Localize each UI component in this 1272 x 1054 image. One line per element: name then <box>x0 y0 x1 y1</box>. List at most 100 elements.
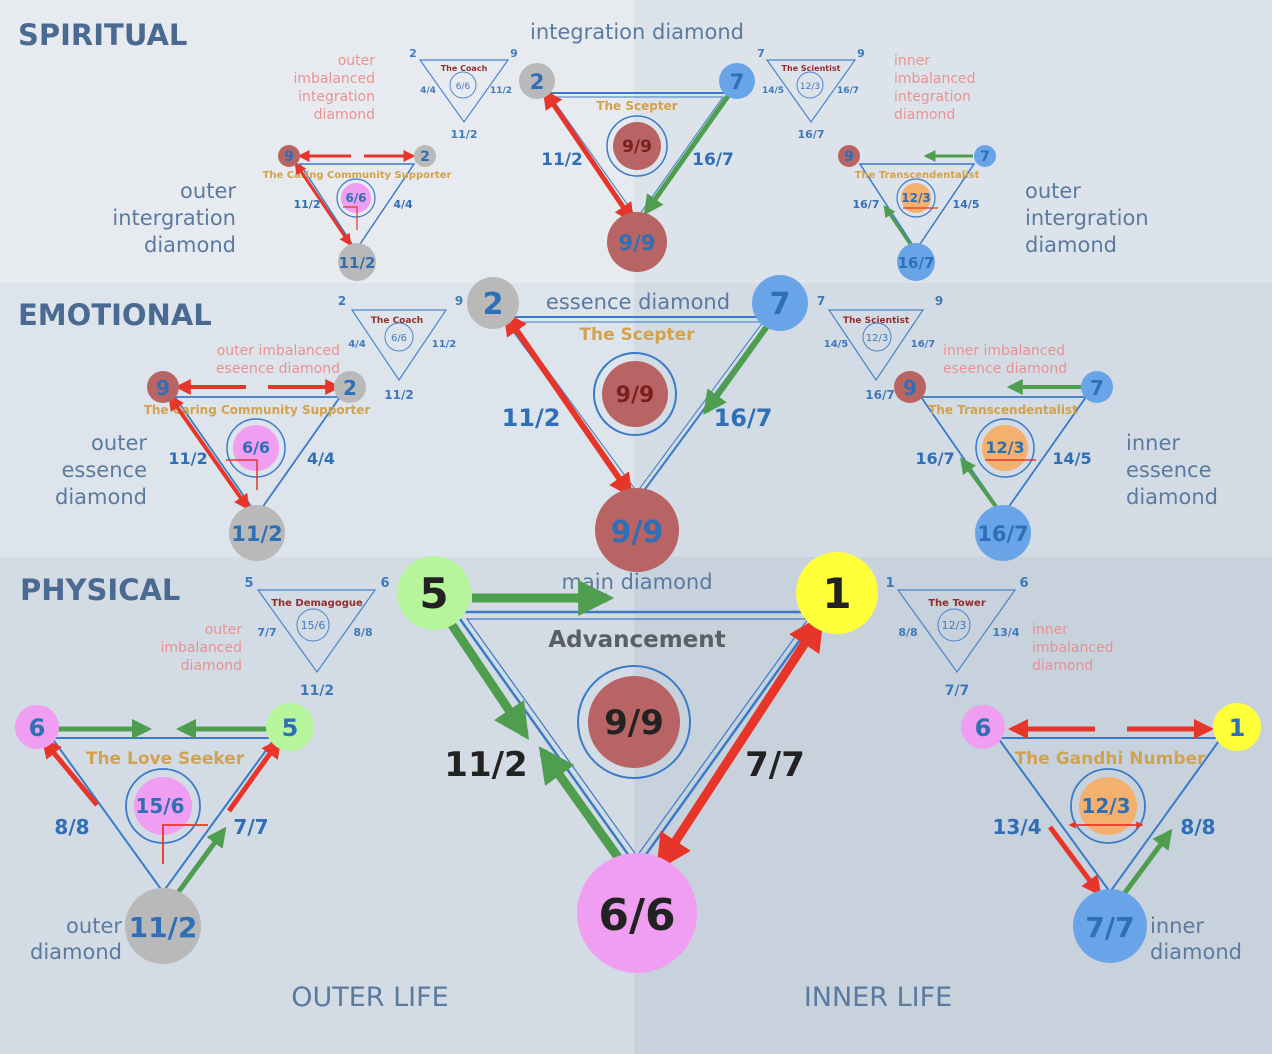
emotional-outer-imb-right: 11/2 <box>432 339 457 350</box>
spiritual-inner-tl-node <box>838 145 860 167</box>
emotional-main-center-label: 9/9 <box>616 383 655 408</box>
emotional-outer-caption-2: essence <box>62 458 148 482</box>
emotional-outer-imb-ring <box>384 322 414 352</box>
physical-outer-imb-ring <box>296 608 330 642</box>
physical-main-tl-label: 5 <box>419 569 448 618</box>
physical-outer-right-label: 7/7 <box>233 815 268 839</box>
spiritual-inner-bottom-node <box>897 243 935 281</box>
physical-outer-right-arrow-bottom <box>171 826 227 900</box>
physical-inner-imb-caption-3: diamond <box>1032 658 1093 674</box>
spiritual-inner-caption-2: intergration <box>1025 206 1149 230</box>
physical-inner-left-arrow <box>1047 825 1102 897</box>
physical-inner-imb-center: 12/3 <box>942 619 967 632</box>
physical-main-bottom-node <box>577 853 697 973</box>
spiritual-outer-imb-caption-1: outer <box>338 53 376 69</box>
spiritual-inner-imb-title: The Scientist <box>782 64 841 73</box>
physical-inner-tl-label: 6 <box>975 714 992 742</box>
spiritual-outer-left-arrow <box>294 162 352 246</box>
section-title-emotional: EMOTIONAL <box>18 298 212 332</box>
physical-inner-imb-tl: 1 <box>885 576 894 591</box>
emotional-inner-imb-center: 12/3 <box>866 333 888 344</box>
physical-inner-imb-tr: 6 <box>1019 576 1028 591</box>
spiritual-inner-imb-tr: 9 <box>857 47 865 60</box>
physical-main-tr-label: 1 <box>822 569 851 618</box>
spiritual-inner-imb-right: 16/7 <box>837 86 859 96</box>
physical-inner-center-ring <box>1070 768 1146 844</box>
physical-outer-imb-tl: 5 <box>244 576 253 591</box>
spiritual-outer-caption-2: intergration <box>112 206 236 230</box>
physical-main-title: Advancement <box>548 627 725 653</box>
spiritual-outer-diamond: outer intergration diamond The Caring Co… <box>112 145 451 281</box>
spiritual-inner-caption-1: outer <box>1025 179 1081 203</box>
emotional-inner-caption-1: inner <box>1126 431 1180 455</box>
emotional-main-title: The Scepter <box>579 325 695 345</box>
emotional-inner-imb-tl: 7 <box>817 294 825 308</box>
spiritual-inner-left-label: 16/7 <box>853 198 880 211</box>
emotional-inner-caption-3: diamond <box>1126 485 1218 509</box>
emotional-main-tl-node <box>467 277 519 329</box>
physical-main-left-label: 11/2 <box>444 745 527 785</box>
emotional-outer-caption-3: diamond <box>55 485 147 509</box>
emotional-inner-imb-tr: 9 <box>935 294 943 308</box>
physical-outer-title: The Love Seeker <box>86 749 245 769</box>
emotional-main-left-label: 11/2 <box>502 404 561 432</box>
spiritual-outer-imb-center: 6/6 <box>456 82 471 92</box>
emotional-inner-imb-title: The Scientist <box>843 316 910 326</box>
emotional-outer-imb-tl: 2 <box>338 294 346 308</box>
physical-outer-caption-2: diamond <box>30 940 122 964</box>
emotional-main-tr-node <box>752 275 808 331</box>
spiritual-outer-imb-triangle <box>418 59 510 124</box>
spiritual-outer-tr-label: 2 <box>420 149 430 165</box>
spiritual-main-center-label: 9/9 <box>622 137 652 157</box>
spiritual-main-left-label: 11/2 <box>541 150 583 170</box>
physical-outer-imbalanced-diamond: outer imbalanced diamond The Demagogue 1… <box>160 576 389 699</box>
emotional-main-right-arrow <box>703 316 776 415</box>
emotional-outer-imb-tr: 9 <box>455 294 463 308</box>
emotional-inner-tr-label: 7 <box>1090 376 1104 400</box>
physical-inner-right-arrow <box>1118 828 1173 900</box>
spiritual-outer-tl-node <box>278 145 300 167</box>
physical-inner-center-node <box>1079 777 1137 835</box>
emotional-outer-left-arrow <box>168 394 250 511</box>
physical-inner-imb-caption-1: inner <box>1032 622 1068 638</box>
emotional-inner-bottom-label: 16/7 <box>977 522 1029 546</box>
physical-outer-center-marker <box>162 824 208 864</box>
emotional-outer-imbalanced-diamond: outer imbalanced eseence diamond The Coa… <box>216 294 463 402</box>
physical-main-right-label: 7/7 <box>745 745 805 785</box>
spiritual-main-diamond: integration diamond The Scepter 9/9 11/2… <box>519 20 755 272</box>
spiritual-main-right-label: 16/7 <box>692 150 734 170</box>
emotional-inner-right-label: 14/5 <box>1052 449 1091 468</box>
spiritual-inner-title: The Transcendentalist <box>855 170 980 181</box>
spiritual-outer-imb-left: 4/4 <box>420 86 436 96</box>
physical-inner-center-label: 12/3 <box>1081 794 1130 818</box>
physical-main-caption: main diamond <box>561 570 712 594</box>
physical-outer-bottom-label: 11/2 <box>129 911 198 944</box>
spiritual-outer-title: The Caring Community Supporter <box>263 170 452 181</box>
physical-inner-left-label: 13/4 <box>992 815 1041 839</box>
physical-inner-right-label: 8/8 <box>1180 815 1215 839</box>
emotional-inner-imb-triangle <box>827 309 925 382</box>
spiritual-inner-center-label: 12/3 <box>901 191 930 205</box>
emotional-outer-left-label: 11/2 <box>168 449 207 468</box>
spiritual-outer-bottom-node <box>338 243 376 281</box>
spiritual-main-bottom-label: 9/9 <box>619 231 656 255</box>
spiritual-outer-bottom-label: 11/2 <box>339 254 376 272</box>
emotional-outer-bottom-node <box>229 505 285 561</box>
emotional-outer-tl-label: 9 <box>156 376 170 400</box>
emotional-inner-imb-caption-1: inner imbalanced <box>943 343 1065 359</box>
physical-inner-imb-right: 13/4 <box>993 626 1020 639</box>
spiritual-inner-tr-node <box>974 145 996 167</box>
footer-inner-life: INNER LIFE <box>804 982 952 1013</box>
physical-outer-imb-caption-2: imbalanced <box>160 640 242 656</box>
spiritual-outer-tr-node <box>414 145 436 167</box>
spiritual-outer-imb-bottom: 11/2 <box>451 128 478 141</box>
emotional-outer-imb-triangle <box>350 309 448 382</box>
physical-outer-triangle <box>50 737 277 894</box>
spiritual-main-title: The Scepter <box>596 99 677 113</box>
spiritual-outer-imb-caption-4: diamond <box>314 107 375 123</box>
spiritual-inner-bottom-label: 16/7 <box>898 254 935 272</box>
physical-main-right-arrow <box>656 613 824 872</box>
emotional-main-caption: essence diamond <box>546 290 730 314</box>
physical-inner-tr-node <box>1213 703 1261 751</box>
